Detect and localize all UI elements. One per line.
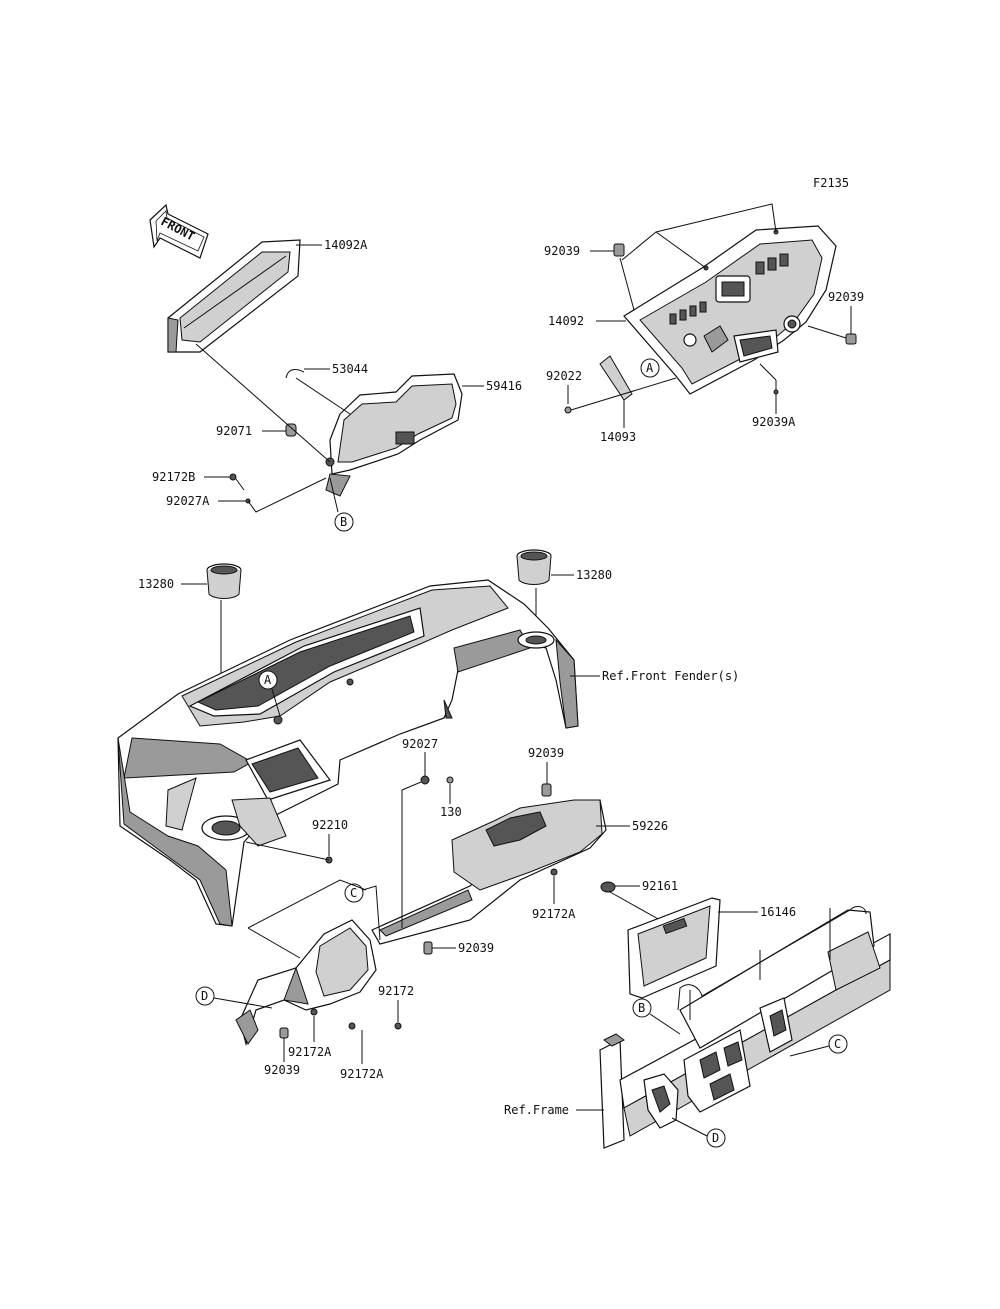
leader-92027a-b bbox=[247, 477, 327, 513]
clip-92039-mid bbox=[541, 783, 552, 797]
ref-circle-a-upper bbox=[640, 358, 660, 378]
label-92027a: 92027A bbox=[166, 494, 210, 508]
side-cover-lower-left bbox=[235, 919, 377, 1047]
label-92161: 92161 bbox=[642, 879, 678, 893]
dashboard-main bbox=[117, 579, 579, 927]
leader-b-lower bbox=[649, 1013, 681, 1035]
label-14093: 14093 bbox=[600, 430, 636, 444]
ref-circle-a-upper-label: A bbox=[646, 361, 654, 375]
label-92027: 92027 bbox=[402, 737, 438, 751]
label-92071: 92071 bbox=[216, 424, 252, 438]
label-92039-low: 92039 bbox=[458, 941, 494, 955]
label-92039-bottom: 92039 bbox=[264, 1063, 300, 1077]
label-ref-front-fender: Ref.Front Fender(s) bbox=[602, 669, 739, 683]
cup-holder-left bbox=[206, 563, 242, 599]
screw-92172b bbox=[229, 473, 237, 481]
clip-92039-low bbox=[423, 941, 433, 955]
ref-circle-d-right-label: D bbox=[712, 1131, 719, 1145]
label-92172a-mid: 92172A bbox=[532, 907, 576, 921]
cup-holder-right bbox=[516, 549, 552, 585]
ref-circle-c-lower-label: C bbox=[350, 886, 357, 900]
panel-14092 bbox=[623, 225, 837, 395]
screw-92172a-bottom bbox=[348, 1022, 356, 1030]
washer-130 bbox=[446, 776, 454, 784]
leader-92039a-b bbox=[759, 363, 777, 381]
lid-16146 bbox=[627, 897, 721, 999]
leader-panel-top bbox=[621, 203, 777, 261]
label-92022: 92022 bbox=[546, 369, 582, 383]
ref-circle-c-right bbox=[828, 1034, 848, 1054]
label-130: 130 bbox=[440, 805, 462, 819]
ref-circle-b-upper-label: B bbox=[340, 515, 347, 529]
wire-53044 bbox=[285, 369, 305, 379]
leader-92039-top-b bbox=[619, 257, 635, 311]
console-59226 bbox=[371, 799, 607, 945]
label-92039-top: 92039 bbox=[544, 244, 580, 258]
screw-92172a-left bbox=[310, 1008, 318, 1016]
label-59226: 59226 bbox=[632, 819, 668, 833]
label-13280-right: 13280 bbox=[576, 568, 612, 582]
leader-92172b-b bbox=[235, 478, 245, 491]
leader-92039-right-b bbox=[807, 325, 847, 339]
label-92039a: 92039A bbox=[752, 415, 796, 429]
ref-circle-a-lower bbox=[258, 670, 278, 690]
label-53044: 53044 bbox=[332, 362, 368, 376]
nut-92027 bbox=[420, 775, 430, 785]
grommet-92161 bbox=[600, 881, 616, 893]
screw-92039a bbox=[773, 389, 779, 395]
figure-code: F2135 bbox=[813, 176, 849, 190]
leader-c-right bbox=[789, 1045, 830, 1057]
ref-circle-c-right-label: C bbox=[834, 1037, 841, 1051]
label-92172: 92172 bbox=[378, 984, 414, 998]
leader-53044-b bbox=[295, 377, 351, 415]
label-14092a: 14092A bbox=[324, 238, 368, 252]
label-13280-left: 13280 bbox=[138, 577, 174, 591]
leader-92210-b bbox=[245, 841, 330, 861]
clip-92039-bottom bbox=[279, 1027, 289, 1039]
leader-92022-b bbox=[570, 377, 677, 411]
ref-circle-d-lower-label: D bbox=[201, 989, 208, 1003]
leader-d-lower bbox=[213, 997, 273, 1009]
label-92210: 92210 bbox=[312, 818, 348, 832]
cover-14092a bbox=[167, 239, 301, 353]
leader-a-lower bbox=[271, 688, 281, 717]
leader-92071-b bbox=[195, 343, 331, 463]
ref-circle-c-lower bbox=[344, 883, 364, 903]
label-92039-right: 92039 bbox=[828, 290, 864, 304]
leader-c-lower bbox=[362, 885, 381, 941]
screw-92172a-mid bbox=[550, 868, 558, 876]
leader-92161-b bbox=[609, 891, 661, 921]
leader-b-circle bbox=[329, 477, 339, 513]
ref-circle-b-lower-label: B bbox=[638, 1001, 645, 1015]
label-14092: 14092 bbox=[548, 314, 584, 328]
label-16146: 16146 bbox=[760, 905, 796, 919]
clip-92039-right bbox=[845, 333, 857, 345]
leader-92027-b bbox=[401, 781, 422, 928]
nut-92022 bbox=[564, 406, 572, 414]
leader-c-lower-b bbox=[247, 879, 367, 929]
strip-14093 bbox=[599, 355, 633, 401]
front-arrow-icon: FRONT bbox=[149, 203, 209, 259]
leader-panel-top-b bbox=[655, 231, 707, 269]
label-92172a-bottom: 92172A bbox=[340, 1067, 384, 1081]
screw-92172 bbox=[394, 1022, 402, 1030]
frame bbox=[599, 906, 891, 1149]
grommet-92071 bbox=[285, 423, 297, 437]
ref-circle-b-upper bbox=[334, 512, 354, 532]
label-ref-frame: Ref.Frame bbox=[504, 1103, 569, 1117]
meter-59416 bbox=[325, 373, 463, 497]
leader-c-lower-c bbox=[247, 927, 301, 959]
label-59416: 59416 bbox=[486, 379, 522, 393]
label-92172a-left: 92172A bbox=[288, 1045, 332, 1059]
ref-circle-b-lower bbox=[632, 998, 652, 1018]
ref-circle-d-right bbox=[706, 1128, 726, 1148]
leader-d-right bbox=[671, 1117, 708, 1137]
label-92039-mid: 92039 bbox=[528, 746, 564, 760]
ref-circle-d-lower bbox=[195, 986, 215, 1006]
clip-92039-top bbox=[613, 243, 625, 257]
label-92172b: 92172B bbox=[152, 470, 195, 484]
ref-circle-a-lower-label: A bbox=[264, 673, 272, 687]
